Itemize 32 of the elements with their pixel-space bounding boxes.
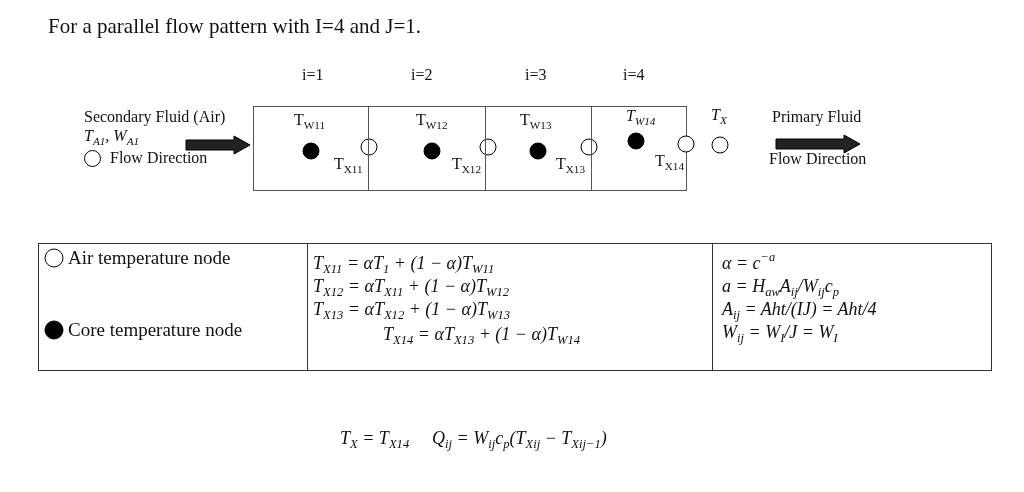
node-label: T$_{W12}$ — [416, 111, 448, 129]
node-label: T$_{X14}$ — [655, 152, 685, 170]
legend-text: Core temperature node — [68, 319, 243, 341]
fluid-label: Secondary Fluid (Air) — [84, 108, 226, 126]
index-label: i=2 — [411, 66, 433, 84]
node-label: T$_{X13}$ — [556, 155, 586, 173]
flow-label: Flow Direction — [769, 150, 867, 168]
equation: T$_{X13}$ = αT$_{X12}$ + (1 − α)T$_{W13}$ — [313, 299, 511, 320]
equation: T$_{X12}$ = αT$_{X11}$ + (1 − α)T$_{W12}$ — [313, 276, 510, 297]
node-label: T$_{X12}$ — [452, 155, 482, 173]
equation: T$_{X}$ = T$_{X14}$ — [340, 428, 410, 449]
equation: A$_{ij}$ = Aht/(IJ) = Aht/4 — [722, 299, 877, 320]
equation: W$_{ij}$ = W$_{I}$/J = W$_{I}$ — [722, 322, 838, 343]
equation: T$_{X11}$ = αT$_{1}$ + (1 − α)T$_{W11}$ — [313, 253, 495, 274]
heat-exchanger-box — [253, 106, 687, 191]
fluid-label: Primary Fluid — [772, 108, 862, 126]
title: For a parallel flow pattern with I=4 and J=1. — [48, 14, 421, 39]
equation: α = c$^{−a}$ — [722, 253, 776, 274]
index-label: i=1 — [302, 66, 324, 84]
index-label: i=3 — [525, 66, 547, 84]
equation: T$_{X14}$ = αT$_{X13}$ + (1 − α)T$_{W14}$ — [383, 324, 581, 345]
equation: a = H$_{aw}$A$_{ij}$/W$_{ij}$c$_{p}$ — [722, 276, 840, 297]
node-label: T$_{W14}$ — [626, 107, 656, 125]
node-label: T$_{W13}$ — [520, 111, 552, 129]
variable-label: T$_{A1}$, W$_{A1}$ — [84, 127, 140, 145]
legend-text: Air temperature node — [68, 247, 231, 269]
node-label: T$_{X11}$ — [334, 155, 363, 173]
flow-label: Flow Direction — [110, 149, 208, 167]
index-label: i=4 — [623, 66, 645, 84]
equation: Q$_{ij}$ = W$_{ij}$c$_{p}$(T$_{Xij}$ − T$_{Xij−1}$) — [432, 428, 607, 449]
node-label: T$_{W11}$ — [294, 111, 326, 129]
node-label: T$_{X}$ — [711, 106, 727, 124]
